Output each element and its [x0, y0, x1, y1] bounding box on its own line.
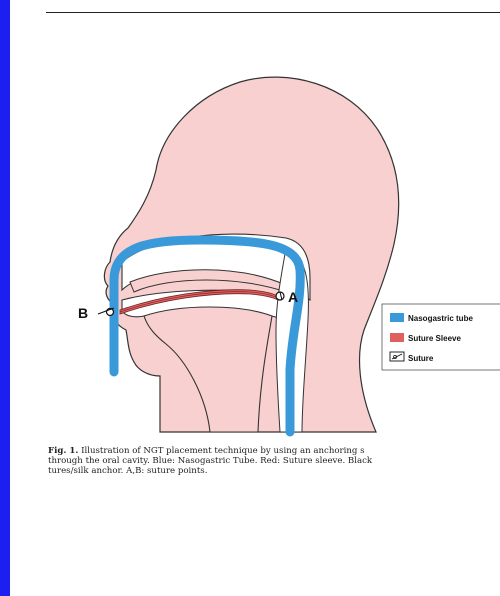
suture-point-a-label: A: [288, 289, 298, 305]
ngt-illustration: A B Nasogastric tube Suture Sleeve Sutur…: [10, 0, 500, 440]
caption-line-3: tures/silk anchor. A,B: suture points.: [48, 466, 500, 476]
figure-caption: Fig. 1. Illustration of NGT placement te…: [48, 446, 500, 476]
legend-label-tube: Nasogastric tube: [408, 314, 473, 323]
suture-point-b-label: B: [78, 305, 88, 321]
legend-label-suture: Suture: [408, 354, 434, 363]
caption-line-1-text: Illustration of NGT placement technique …: [81, 446, 365, 456]
paper-page: A B Nasogastric tube Suture Sleeve Sutur…: [10, 0, 500, 596]
caption-line-2: through the oral cavity. Blue: Nasogastr…: [48, 456, 500, 466]
legend-swatch-tube: [390, 313, 404, 322]
figure-legend: Nasogastric tube Suture Sleeve Suture: [382, 304, 500, 370]
caption-figure-tag: Fig. 1.: [48, 446, 78, 456]
legend-swatch-sleeve: [390, 333, 404, 342]
suture-icon: [390, 352, 404, 361]
caption-line-1: Fig. 1. Illustration of NGT placement te…: [48, 446, 500, 456]
legend-label-sleeve: Suture Sleeve: [408, 334, 461, 343]
